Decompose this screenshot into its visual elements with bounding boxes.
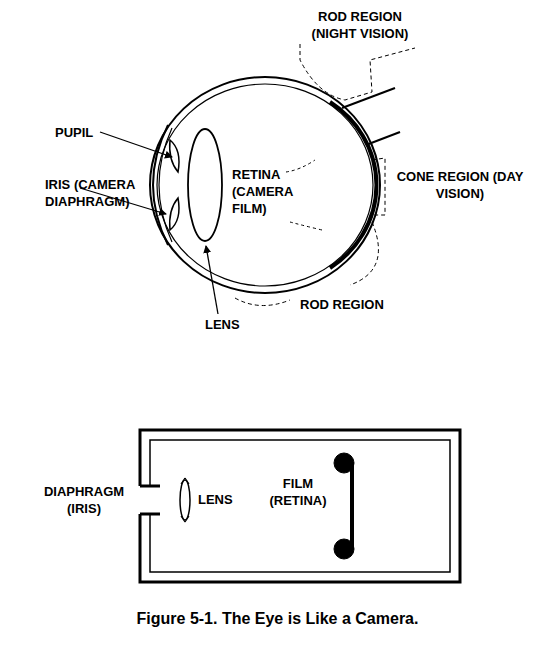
figure-caption: Figure 5-1. The Eye is Like a Camera. [137,610,419,628]
part-label: RETINA (CAMERA FILM) [232,166,296,217]
region-label: CONE REGION (DAY VISION) [390,168,530,202]
region-label: ROD REGION [300,296,420,313]
eye-drawing [150,44,415,306]
part-label: PUPIL [55,124,115,141]
part-label: LENS [198,491,248,508]
region-label: ROD REGION (NIGHT VISION) [300,8,420,42]
part-label: LENS [205,316,255,333]
leader-lines [80,132,218,314]
part-label: DIAPHRAGM (IRIS) [32,483,136,517]
part-label: IRIS (CAMERA DIAPHRAGM) [45,176,137,210]
part-label: FILM (RETINA) [262,475,334,509]
camera-drawing [140,430,460,582]
